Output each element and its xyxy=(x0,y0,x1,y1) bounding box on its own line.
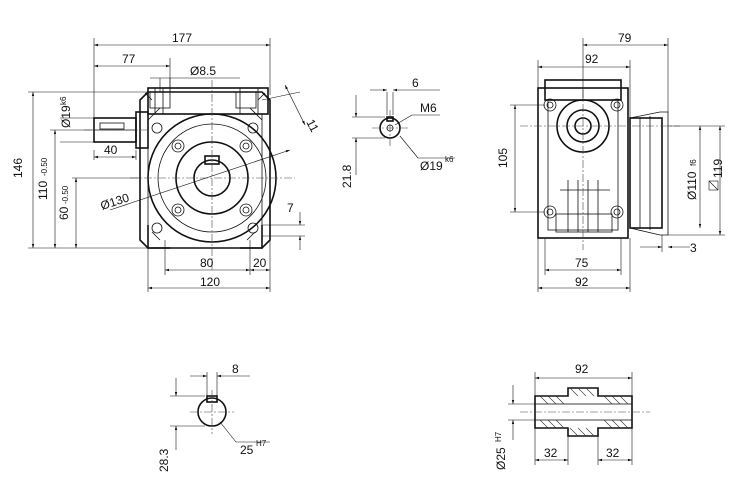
dim-d19-detail-tol: k6 xyxy=(445,155,454,164)
dim-d110-tol: f6 xyxy=(689,159,698,166)
dim-105: 105 xyxy=(496,148,510,168)
dim-120: 120 xyxy=(200,275,220,289)
dim-40: 40 xyxy=(104,143,118,157)
dim-d19-tol: k6 xyxy=(59,96,68,105)
side-dimensions xyxy=(510,38,725,292)
shaft-detail: 6 M6 21.8 Ø19 k6 xyxy=(340,76,455,188)
hollow-shaft: 92 Ø25 H7 32 32 xyxy=(494,362,650,470)
dim-8-5: Ø8.5 xyxy=(190,64,216,78)
side-housing xyxy=(537,79,669,239)
dim-28-3: 28.3 xyxy=(157,448,171,472)
dim-25: 25 xyxy=(240,443,254,457)
dim-92-bottom: 92 xyxy=(575,275,589,289)
dim-d25-shaft: Ø25 xyxy=(494,447,508,470)
side-view: 79 92 105 Ø110 f6 119 3 75 92 xyxy=(496,31,725,292)
dim-110-tol: -0.50 xyxy=(40,157,49,176)
dim-80: 80 xyxy=(200,256,214,270)
dim-177: 177 xyxy=(172,31,192,45)
dim-m6: M6 xyxy=(420,101,437,115)
dim-7: 7 xyxy=(287,201,294,215)
dim-d19: Ø19 xyxy=(59,105,73,128)
dim-25-tol: H7 xyxy=(256,439,267,448)
dim-d110: Ø110 xyxy=(685,171,699,200)
bolt-hole-icons xyxy=(151,122,259,234)
dim-79: 79 xyxy=(618,31,632,45)
front-view: 177 77 Ø8.5 11 Ø19 k6 146 110 -0.50 60 -… xyxy=(11,31,322,292)
dim-d25-shaft-tol: H7 xyxy=(494,431,503,442)
dim-6: 6 xyxy=(412,76,419,90)
dim-21-8: 21.8 xyxy=(340,164,354,188)
dim-92-shaft: 92 xyxy=(575,362,589,376)
dim-32-right: 32 xyxy=(606,446,620,460)
dim-75: 75 xyxy=(575,256,589,270)
dim-146: 146 xyxy=(11,158,25,178)
dim-11: 11 xyxy=(303,117,321,135)
dim-77: 77 xyxy=(122,52,136,66)
dim-60-tol: -0.50 xyxy=(61,185,70,204)
front-dimensions xyxy=(28,38,306,292)
dim-3: 3 xyxy=(690,241,697,255)
dim-92-top: 92 xyxy=(585,52,599,66)
dim-60: 60 xyxy=(57,206,71,220)
dim-32-left: 32 xyxy=(544,446,558,460)
side-bolt-icons xyxy=(543,98,624,219)
dim-20: 20 xyxy=(253,256,267,270)
dim-110: 110 xyxy=(36,181,50,200)
dim-d19-detail: Ø19 xyxy=(420,159,443,173)
dim-119: 119 xyxy=(711,159,725,178)
dim-d130: Ø130 xyxy=(99,190,132,212)
dim-8: 8 xyxy=(232,362,239,376)
section-hatch xyxy=(539,387,629,437)
bore-detail: 8 25 H7 28.3 xyxy=(157,362,270,472)
